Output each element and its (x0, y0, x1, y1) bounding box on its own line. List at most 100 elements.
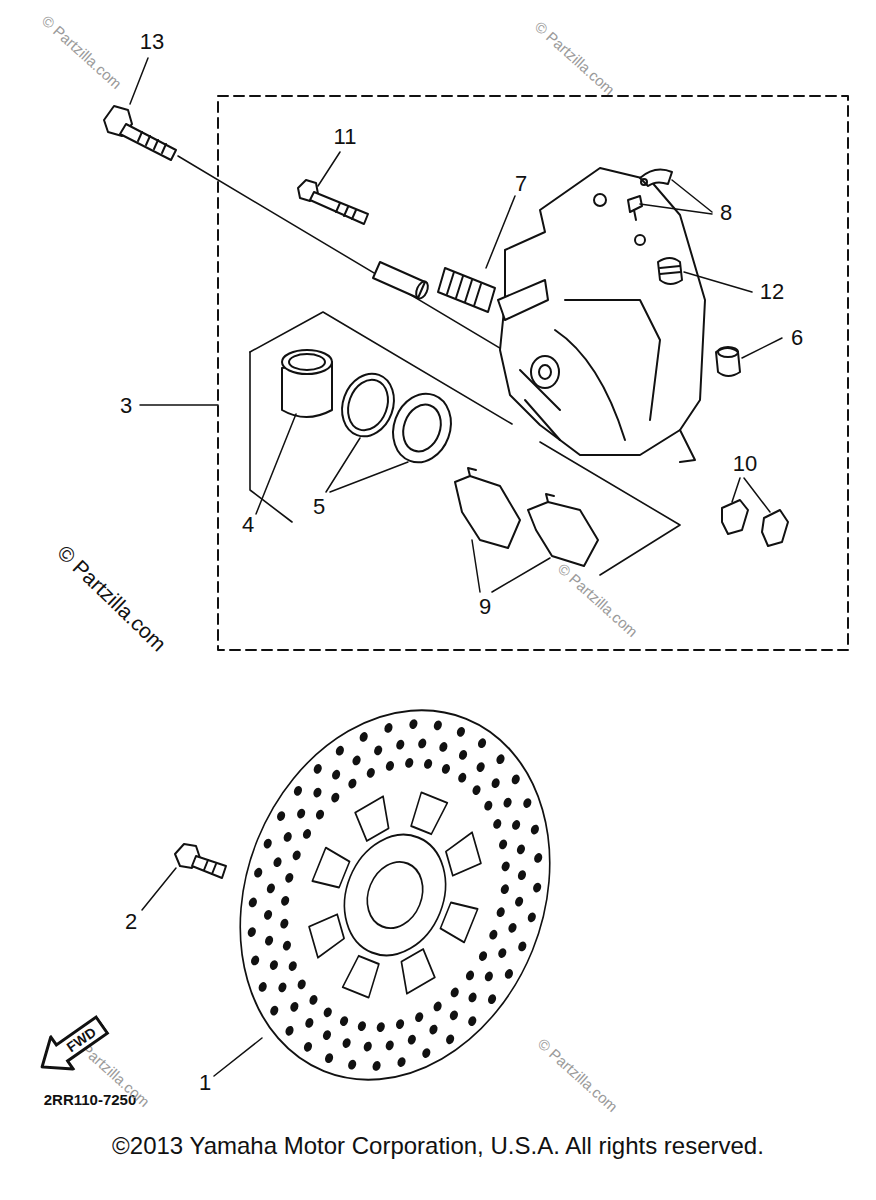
disc-vent (312, 848, 351, 892)
disc-hole (358, 731, 369, 743)
disc-hole (498, 838, 509, 850)
disc-hole (533, 852, 544, 864)
disc-hole (282, 831, 293, 843)
pad-spring (722, 500, 788, 546)
disc-hole (262, 837, 273, 849)
grommet (716, 347, 740, 376)
disc-hole (347, 1059, 358, 1071)
disc-hole (330, 791, 341, 803)
disc-hole (529, 823, 540, 835)
disc-hole (503, 968, 514, 980)
disc-hole (339, 1015, 350, 1027)
disc-hole (465, 969, 476, 981)
disc-hole (296, 978, 307, 990)
disc-hole (467, 1015, 478, 1027)
disc-hole (408, 718, 419, 730)
disc-hole (277, 981, 288, 993)
disc-hole (304, 1017, 315, 1029)
disc-hole (396, 1056, 407, 1068)
disc-hole (500, 860, 511, 872)
disc-hole (526, 911, 537, 923)
sleeve (373, 262, 430, 300)
disc-hole (347, 777, 358, 789)
disc-hole (315, 808, 326, 820)
disc-hole (510, 773, 521, 785)
disc-vent (398, 947, 435, 993)
disc-hole (324, 1052, 335, 1064)
disc-hole (356, 1020, 367, 1032)
disc-hole (421, 1047, 432, 1059)
watermark: © Partzilla.com (39, 13, 124, 92)
disc-hole (428, 1023, 439, 1035)
bolt (104, 106, 176, 160)
seal (334, 366, 461, 470)
disc-hole (281, 940, 292, 952)
disc-hole (268, 959, 279, 971)
disc-hole (449, 986, 460, 998)
disc-hole (488, 929, 499, 941)
disc-hole (497, 947, 508, 959)
disc-hole (406, 1034, 417, 1046)
disc-hole (495, 906, 506, 918)
disc-hole (384, 760, 395, 772)
disc-hole (514, 895, 525, 907)
disc-hole (312, 786, 323, 798)
callout-number: 6 (791, 327, 803, 349)
watermark: © Partzilla.com (54, 541, 170, 654)
disc-hole (301, 828, 312, 840)
note: 2RR110-7250 (44, 1092, 137, 1107)
disc-hole (499, 883, 510, 895)
disc-hole (404, 757, 415, 769)
disc-hole (269, 1005, 280, 1017)
callout-number: 13 (140, 31, 164, 53)
disc-vent (309, 911, 345, 958)
disc-hole (448, 1009, 459, 1021)
brake-disc (186, 663, 603, 1126)
brake-pad (455, 468, 598, 566)
callout-number: 4 (242, 514, 254, 536)
callout-number: 9 (479, 596, 491, 618)
disc-hole (284, 1025, 295, 1037)
disc-hole (423, 758, 434, 770)
disc-hole (257, 981, 268, 993)
disc-hole (515, 843, 526, 855)
disc-hole (253, 867, 264, 879)
assembly-box (218, 96, 848, 650)
callout-number: 11 (334, 126, 357, 148)
watermark: © Partzilla.com (535, 1036, 620, 1115)
disc-hole (478, 950, 489, 962)
disc-hole (308, 994, 319, 1006)
disc-hole (492, 818, 503, 830)
watermark: © Partzilla.com (555, 561, 640, 640)
disc-hole (351, 754, 362, 766)
disc-hole (487, 993, 498, 1005)
leader-line (178, 156, 540, 372)
disc-hole (457, 772, 468, 784)
callout-number: 12 (760, 281, 784, 303)
disc-hole (250, 954, 261, 966)
callout-number: 7 (515, 173, 527, 195)
disc-vent (343, 955, 382, 998)
disc-hole (302, 1041, 313, 1053)
disc-hole (373, 744, 384, 756)
disc-hole (414, 1011, 425, 1023)
disc-hole (417, 737, 428, 749)
disc-hole (287, 960, 298, 972)
bleed-cap (658, 258, 682, 284)
disc-hole (383, 722, 394, 734)
disc-hole (495, 753, 506, 765)
disc-hole (263, 909, 274, 921)
disc-hole (384, 1039, 395, 1051)
disc-hole (279, 918, 290, 930)
disc-vent (355, 796, 392, 842)
disc-hole (502, 797, 513, 809)
disc-hole (395, 739, 406, 751)
disc-hole (432, 1000, 443, 1012)
arrow-shape (31, 1009, 113, 1083)
disc-hole (291, 849, 302, 861)
disc-hole (432, 719, 443, 731)
disc-hole (517, 940, 528, 952)
disc-hole (265, 882, 276, 894)
disc-hole (532, 881, 543, 893)
